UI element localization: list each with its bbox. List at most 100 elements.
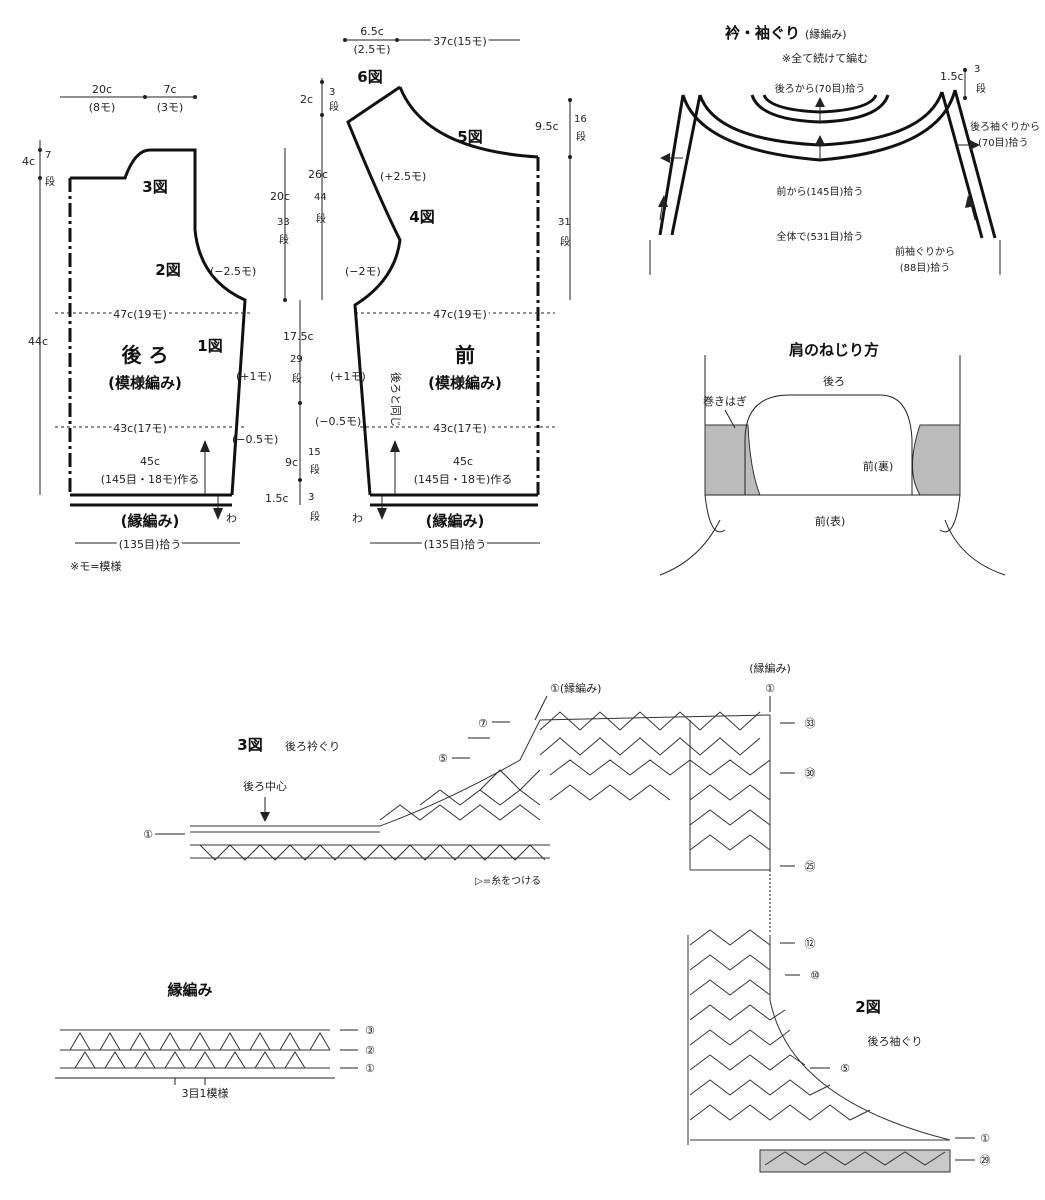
dim-9c-rows: 15 (308, 447, 321, 458)
inc-top-front: (+2.5モ) (380, 170, 426, 183)
edge-back: (縁編み) (121, 512, 180, 530)
edge-repeat: 3目1模様 (182, 1086, 229, 1100)
back-neck-depth-dan: 段 (45, 175, 55, 188)
fig3-label: 3図 (142, 178, 167, 196)
collar-armhole-diagram: 衿・袖ぐり (縁編み) ※全て続けて編む 後ろから(70目)拾う 前から(145… (649, 24, 1040, 275)
dim-95c-rows: 16 (574, 114, 587, 125)
dim-2c-dan: 段 (329, 100, 339, 113)
hem-back-make: (145目・18モ)作る (101, 473, 200, 486)
edge-front: (縁編み) (426, 512, 485, 530)
dim-9c-dan: 段 (310, 463, 320, 476)
fig2-armhole-chart: ⑫ ⑩ ⑤ ① ㉙ 2図 後ろ袖ぐり (687, 870, 991, 1173)
front-title: 前 (455, 343, 475, 367)
collar-15c-rows: 3 (974, 64, 980, 75)
dim-95c: 9.5c (535, 120, 559, 133)
back-neck-depth-rows: 7 (45, 150, 51, 161)
edge-stitch-chart: 縁編み ③ ② ① 3目1模様 (55, 981, 375, 1100)
dim-2c-rows: 3 (329, 87, 335, 98)
fig3-row30: ㉚ (805, 767, 816, 780)
fig3-chart-subtitle: 後ろ衿ぐり (285, 739, 340, 753)
collar-title-sub: (縁編み) (805, 27, 847, 41)
fig6-label: 6図 (357, 68, 382, 86)
fig5-label: 5図 (457, 128, 482, 146)
collar-title: 衿・袖ぐり (725, 24, 800, 42)
fig2-row5: ⑤ (840, 1062, 850, 1075)
fig3-chart-title: 3図 (237, 736, 262, 754)
same-as-back: 後ろと同じ (389, 372, 403, 427)
dec-side-front: (−2モ) (345, 265, 381, 278)
dim-31-dan: 段 (560, 235, 570, 248)
collar-back-arm-pick: 後ろ袖ぐりから (970, 120, 1040, 133)
fig2-row10: ⑩ (810, 969, 820, 982)
fig2-row29: ㉙ (980, 1154, 991, 1167)
twist-title: 肩のねじり方 (789, 341, 879, 359)
back-total-height: 44c (28, 335, 48, 348)
fig3-row25: ㉕ (805, 860, 816, 873)
fig2-chart-title: 2図 (855, 998, 880, 1016)
dim-20c-dan: 段 (279, 233, 289, 246)
collar-back-pick: 後ろから(70目)拾う (775, 82, 866, 95)
twist-front-wrong: 前(裏) (863, 459, 894, 473)
armhole-dec-back: (−2.5モ) (210, 265, 256, 278)
inc-front: (+1モ) (330, 370, 366, 383)
hem-front-make: (145目・18モ)作る (414, 473, 513, 486)
front-subtitle: (模様編み) (428, 374, 502, 392)
edge-row3: ③ (365, 1024, 375, 1037)
twist-seam: 巻きはぎ (703, 394, 747, 408)
hem-front-width: 45c (453, 455, 473, 468)
chest-width-front: 47c(19モ) (433, 308, 487, 321)
dim-9c: 9c (285, 456, 298, 469)
dim-20c: 20c (270, 190, 290, 203)
dim-31-rows: 31 (558, 217, 571, 228)
back-title: 後 ろ (122, 343, 169, 367)
dim-20c-rows: 33 (277, 217, 290, 228)
edge-chart-title: 縁編み (167, 981, 212, 999)
back-top-width: 20c (92, 83, 112, 96)
chest-width-back: 47c(19モ) (113, 308, 167, 321)
dim-26c-dan: 段 (316, 212, 326, 225)
dim-15c: 1.5c (265, 492, 289, 505)
dec-back: (−0.5モ) (232, 433, 278, 446)
fig4-label: 4図 (409, 208, 434, 226)
front-piece-diagram: 5図 4図 (+2.5モ) (−2モ) 9.5c 16 段 31 段 47c(1… (315, 85, 587, 554)
fig3-center: 後ろ中心 (243, 779, 287, 793)
fig3-edge-top-row: ① (765, 682, 775, 695)
fig3-row7: ⑦ (478, 717, 488, 730)
collar-back-arm-pick2: (70目)拾う (978, 136, 1029, 149)
dec-front: (−0.5モ) (315, 415, 361, 428)
dim-2c: 2c (300, 93, 313, 106)
fig3-edge-label: ①(縁編み) (550, 681, 601, 695)
dim-175c-rows: 29 (290, 354, 303, 365)
fig2-row1: ① (980, 1132, 990, 1145)
fig2-row12: ⑫ (805, 937, 816, 950)
fig3-row5: ⑤ (438, 752, 448, 765)
back-neck-width-mo: (3モ) (157, 101, 184, 114)
dim-175c-dan: 段 (292, 372, 302, 385)
collar-front-pick: 前から(145目)拾う (777, 185, 864, 198)
fig3-edge-top: (縁編み) (749, 661, 791, 675)
waist-front: 43c(17モ) (433, 422, 487, 435)
edge-row1: ① (365, 1062, 375, 1075)
dim-15c-dan: 段 (310, 510, 320, 523)
fig3-neckline-chart: 3図 後ろ衿ぐり 後ろ中心 ① ①(縁編み) ⑦ ⑤ (143, 661, 815, 887)
mo-note: ※モ=模様 (70, 559, 121, 573)
pickup-back: (135目)拾う (119, 537, 182, 551)
shoulder-top-mo: (2.5モ) (353, 43, 390, 56)
shoulder-long: 37c(15モ) (433, 35, 487, 48)
fig2-label: 2図 (155, 261, 180, 279)
twist-back: 後ろ (823, 374, 845, 388)
inc-back: (+1モ) (236, 370, 272, 383)
back-piece-diagram: 20c (8モ) 7c (3モ) 4c 7 段 44c 3図 2図 1図 (−2… (22, 83, 278, 573)
collar-front-arm-pick2: (88目)拾う (900, 261, 951, 274)
fig3-row33: ㉝ (805, 717, 816, 730)
fig1-label: 1図 (197, 337, 222, 355)
shoulder-twist-diagram: 肩のねじり方 後ろ 巻きはぎ 前(裏) 前(表) (659, 341, 1006, 576)
collar-front-arm-pick: 前袖ぐりから (895, 245, 955, 258)
fig3-row1-left: ① (143, 828, 153, 841)
back-top-width-mo: (8モ) (89, 101, 116, 114)
pickup-front: (135目)拾う (424, 537, 487, 551)
fig2-chart-subtitle: 後ろ袖ぐり (868, 1034, 923, 1048)
edge-row2: ② (365, 1044, 375, 1057)
collar-15c: 1.5c (940, 70, 964, 83)
